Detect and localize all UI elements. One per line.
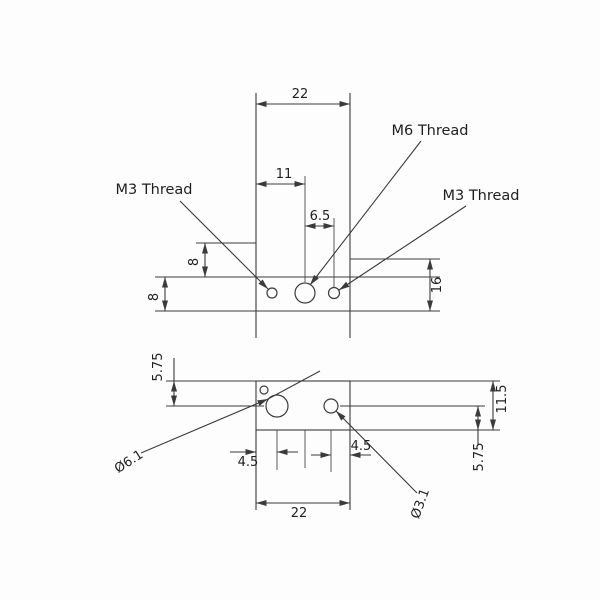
leader-line bbox=[179, 200, 269, 290]
upper-view-geometry bbox=[155, 93, 440, 338]
dim-top-to-center-5-75: 5.75 bbox=[151, 353, 166, 382]
dim-hole-offset-11: 11 bbox=[276, 167, 293, 182]
label-m3-thread-right: M3 Thread bbox=[442, 188, 519, 204]
dim-height-8-lower: 8 bbox=[147, 293, 162, 301]
m3-hole-left bbox=[266, 287, 278, 299]
dim-m3-offset-6-5: 6.5 bbox=[310, 209, 331, 224]
dim-height-8-upper: 8 bbox=[187, 258, 202, 266]
label-m6-thread: M6 Thread bbox=[391, 123, 468, 139]
leader-line bbox=[309, 140, 422, 286]
leader-line bbox=[140, 398, 269, 454]
dim-top-width: 22 bbox=[292, 87, 309, 102]
corner-hole bbox=[259, 385, 269, 395]
lower-view-geometry bbox=[166, 380, 500, 510]
leader-line bbox=[338, 205, 467, 291]
m6-hole bbox=[294, 282, 316, 304]
lower-view-dimensions bbox=[140, 358, 496, 506]
dim-bottom-width-22: 22 bbox=[291, 506, 308, 521]
dim-center-to-bottom-5-75: 5.75 bbox=[472, 443, 487, 472]
dim-edge-to-hole-left-4-5: 4.5 bbox=[238, 455, 259, 470]
large-hole-6-1 bbox=[265, 394, 289, 418]
leader-line bbox=[267, 370, 321, 400]
dim-edge-to-hole-right-4-5: 4.5 bbox=[351, 439, 372, 454]
label-m3-thread-left: M3 Thread bbox=[115, 182, 192, 198]
small-hole-3-1 bbox=[323, 398, 339, 414]
label-small-hole-diameter: Ø3.1 bbox=[408, 487, 433, 521]
m3-hole-right bbox=[327, 286, 341, 300]
dim-total-height-16: 16 bbox=[430, 277, 445, 294]
label-large-hole-diameter: Ø6.1 bbox=[112, 447, 146, 476]
upper-view-dimensions bbox=[162, 101, 467, 311]
leader-line bbox=[335, 410, 418, 494]
dim-depth-11-5: 11.5 bbox=[495, 385, 510, 414]
